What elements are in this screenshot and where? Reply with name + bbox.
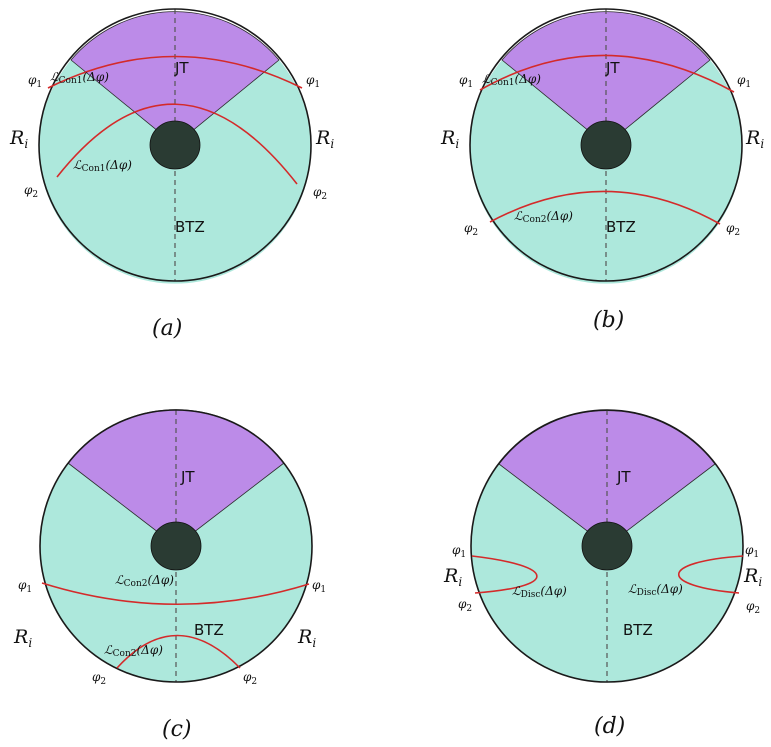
- con1-upper-label: ℒCon1(Δφ): [50, 70, 109, 86]
- panel-c: JT BTZ φ1 φ1 φ2 φ2 Ri Ri ℒCon2(Δφ) ℒCon2…: [13, 409, 326, 742]
- boundary-circle: [39, 409, 313, 683]
- ri-right-label: Ri: [743, 565, 762, 589]
- black-hole-horizon: [580, 120, 632, 170]
- panel-d: JT BTZ φ1 φ1 φ2 φ2 Ri Ri ℒDisc(Δφ) ℒDisc…: [443, 409, 762, 739]
- black-hole-horizon: [581, 521, 633, 571]
- ri-right-label: Ri: [315, 127, 334, 151]
- jt-label: JT: [180, 468, 195, 486]
- con2-curve-upper: [41, 582, 310, 606]
- panel-caption-d: (d): [594, 714, 625, 739]
- panel-b: JT BTZ φ1 φ1 φ2 φ2 Ri Ri ℒCon1(Δφ) ℒCon2…: [440, 8, 764, 333]
- disc-right-label: ℒDisc(Δφ): [628, 582, 683, 598]
- phi1-right-label: φ1: [745, 543, 759, 560]
- con2-label: ℒCon2(Δφ): [514, 209, 573, 225]
- black-hole-horizon: [149, 120, 201, 170]
- ri-left-label: Ri: [9, 127, 28, 151]
- phi1-right-label: φ1: [306, 73, 320, 90]
- phi1-left-label: φ1: [18, 578, 32, 595]
- btz-label: BTZ: [623, 621, 653, 639]
- btz-label: BTZ: [606, 218, 636, 236]
- panel-caption-a: (a): [152, 316, 182, 341]
- panel-caption-c: (c): [162, 717, 192, 742]
- btz-label: BTZ: [175, 218, 205, 236]
- phi1-left-label: φ1: [459, 73, 473, 90]
- phi2-right-label: φ2: [313, 185, 327, 202]
- btz-label: BTZ: [194, 621, 224, 639]
- panel-a: JT BTZ φ1 φ1 φ2 φ2 Ri Ri ℒCon1(Δφ) ℒCon1…: [9, 8, 334, 341]
- jt-label: JT: [605, 59, 620, 77]
- con2-curve: [489, 190, 721, 225]
- jt-region: [501, 11, 711, 146]
- ri-left-label: Ri: [440, 127, 459, 151]
- jt-label: JT: [616, 468, 631, 486]
- disc-curve-right: [677, 555, 744, 594]
- phi1-right-label: φ1: [737, 73, 751, 90]
- con1-curve: [479, 54, 735, 93]
- jt-label: JT: [174, 59, 189, 77]
- con2-lower-label: ℒCon2(Δφ): [104, 643, 163, 659]
- jt-region: [70, 11, 280, 146]
- phi2-left-label: φ2: [464, 221, 478, 238]
- panel-caption-b: (b): [593, 308, 624, 333]
- phi2-right-label: φ2: [243, 670, 257, 687]
- ri-right-label: Ri: [297, 626, 316, 650]
- black-hole-horizon: [150, 521, 202, 571]
- phi2-left-label: φ2: [92, 670, 106, 687]
- boundary-circle: [470, 409, 744, 683]
- con1-label: ℒCon1(Δφ): [482, 72, 541, 88]
- con1-curve-lower: [56, 103, 298, 185]
- ri-left-label: Ri: [443, 565, 462, 589]
- con1-lower-label: ℒCon1(Δφ): [73, 158, 132, 174]
- disc-left-label: ℒDisc(Δφ): [512, 584, 567, 600]
- phi2-left-label: φ2: [24, 183, 38, 200]
- phi2-right-label: φ2: [746, 599, 760, 616]
- con1-curve-upper: [47, 55, 303, 89]
- boundary-circle: [38, 8, 312, 282]
- phi1-right-label: φ1: [312, 578, 326, 595]
- con2-upper-label: ℒCon2(Δφ): [115, 573, 174, 589]
- phi1-left-label: φ1: [452, 543, 466, 560]
- phi2-left-label: φ2: [458, 597, 472, 614]
- phi2-right-label: φ2: [726, 221, 740, 238]
- ri-right-label: Ri: [745, 127, 764, 151]
- phi1-left-label: φ1: [28, 73, 42, 90]
- disc-curve-left: [471, 555, 538, 594]
- boundary-circle: [469, 8, 743, 282]
- ri-left-label: Ri: [13, 626, 32, 650]
- con2-curve-lower: [116, 634, 241, 669]
